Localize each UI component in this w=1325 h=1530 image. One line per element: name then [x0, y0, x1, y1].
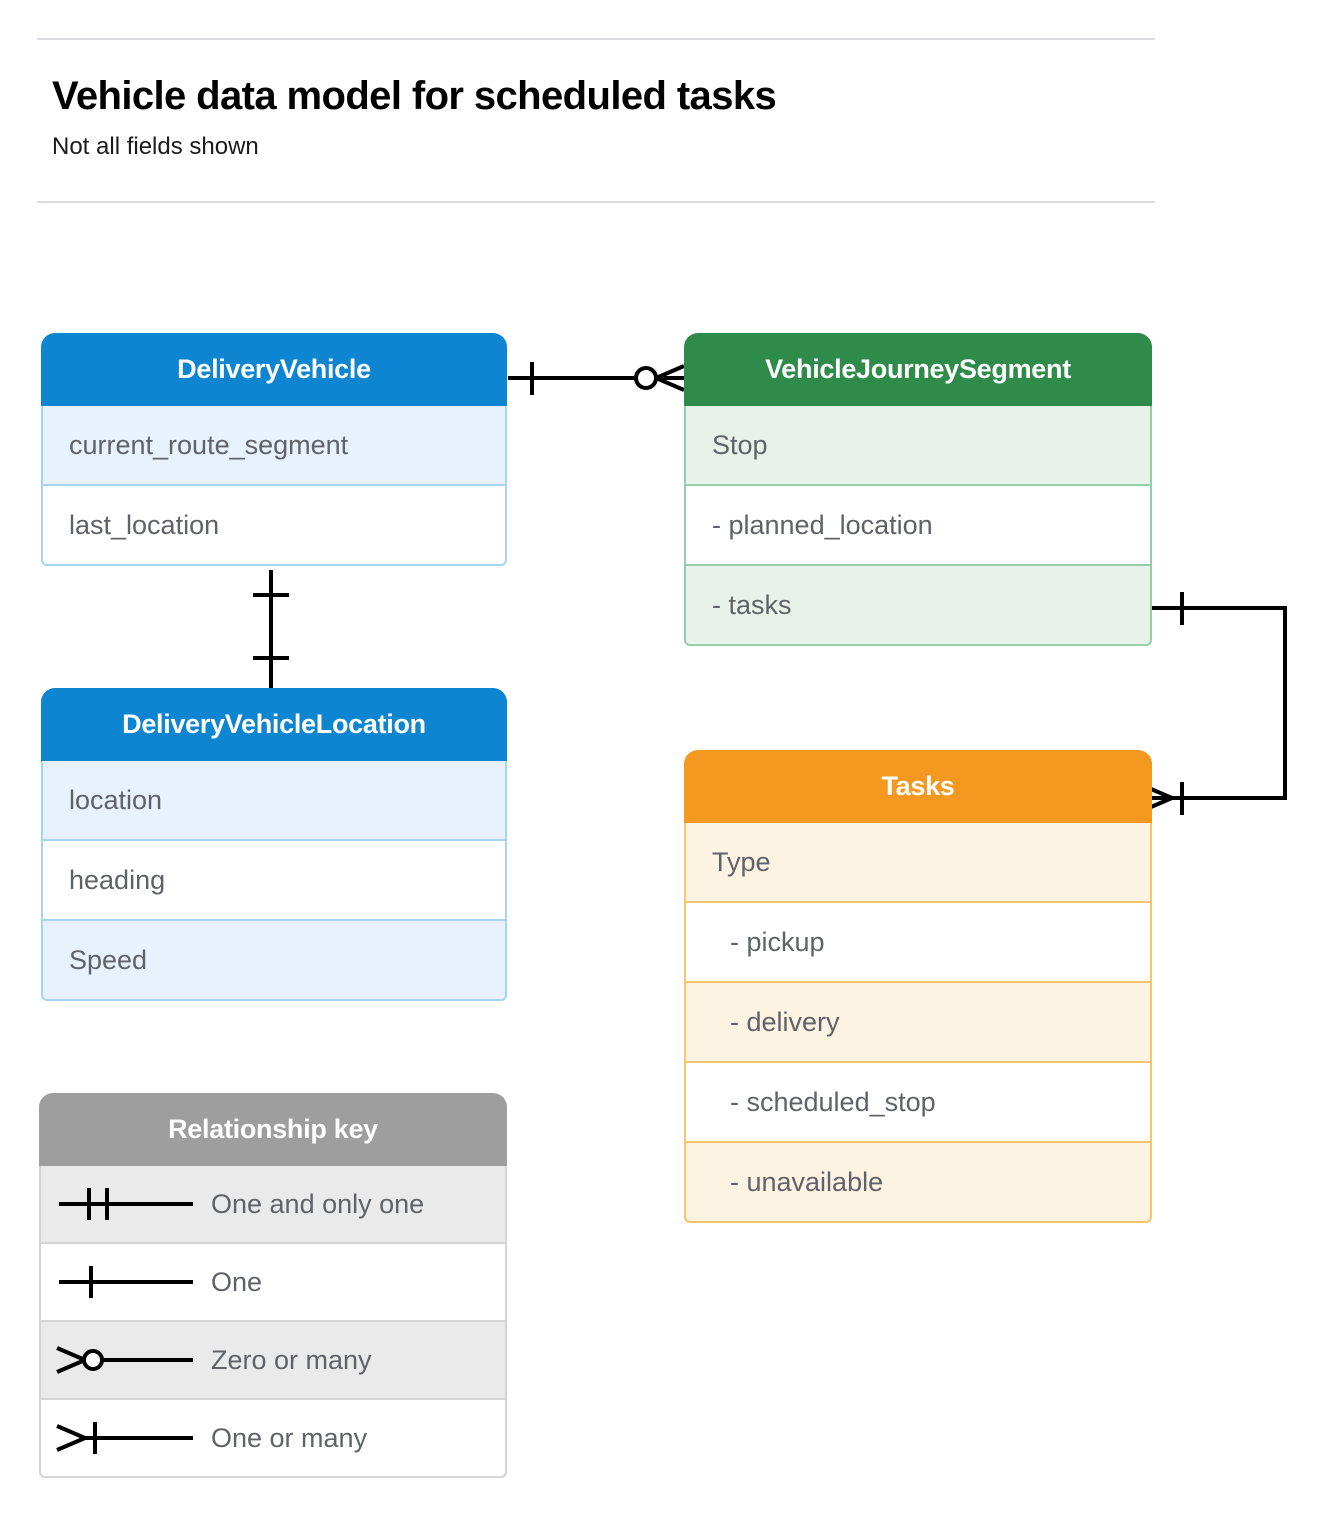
one-or-many-icon: [41, 1418, 211, 1458]
entity-field-row: location: [41, 761, 507, 841]
legend-label: One: [211, 1266, 263, 1297]
entity-header-vehicle-journey-segment: VehicleJourneySegment: [684, 333, 1152, 406]
connector-segment-tasks-path: [1152, 606, 1287, 800]
cardinality-zero-circle: [634, 366, 658, 390]
entity-header-delivery-vehicle-location: DeliveryVehicleLocation: [41, 688, 507, 761]
entity-field-row: - scheduled_stop: [684, 1063, 1152, 1143]
legend-relationship-key: Relationship key One and only one One: [39, 1093, 507, 1478]
crowsfoot-upper-segment: [655, 364, 685, 380]
legend-label: One or many: [211, 1422, 368, 1453]
entity-tasks[interactable]: Tasks Type - pickup - delivery - schedul…: [684, 750, 1152, 1223]
entity-field-row: - tasks: [684, 566, 1152, 646]
legend-label: One and only one: [211, 1188, 425, 1219]
entity-vehicle-journey-segment[interactable]: VehicleJourneySegment Stop - planned_loc…: [684, 333, 1152, 646]
entity-field-row: heading: [41, 841, 507, 921]
zero-or-many-icon: [41, 1340, 211, 1380]
entity-field-row: Stop: [684, 406, 1152, 486]
legend-row: One or many: [39, 1400, 507, 1478]
header-divider-top: [37, 38, 1155, 40]
entity-header-tasks: Tasks: [684, 750, 1152, 823]
entity-field-row: - delivery: [684, 983, 1152, 1063]
entity-field-row: - unavailable: [684, 1143, 1152, 1223]
entity-field-row: Speed: [41, 921, 507, 1001]
page-subtitle: Not all fields shown: [52, 133, 259, 160]
one-icon: [41, 1262, 211, 1302]
header-divider-bottom: [37, 201, 1155, 203]
entity-field-row: - pickup: [684, 903, 1152, 983]
page-title: Vehicle data model for scheduled tasks: [52, 74, 777, 118]
entity-field-row: last_location: [41, 486, 507, 566]
legend-row: One: [39, 1244, 507, 1322]
entity-field-row: current_route_segment: [41, 406, 507, 486]
entity-delivery-vehicle-location[interactable]: DeliveryVehicleLocation location heading…: [41, 688, 507, 1001]
legend-header: Relationship key: [39, 1093, 507, 1166]
one-and-only-one-icon: [41, 1184, 211, 1224]
legend-row: One and only one: [39, 1166, 507, 1244]
entity-field-row: - planned_location: [684, 486, 1152, 566]
legend-row: Zero or many: [39, 1322, 507, 1400]
entity-header-delivery-vehicle: DeliveryVehicle: [41, 333, 507, 406]
crowsfoot-lower-segment: [655, 376, 685, 392]
entity-delivery-vehicle[interactable]: DeliveryVehicle current_route_segment la…: [41, 333, 507, 566]
entity-field-row: Type: [684, 823, 1152, 903]
legend-label: Zero or many: [211, 1344, 372, 1375]
